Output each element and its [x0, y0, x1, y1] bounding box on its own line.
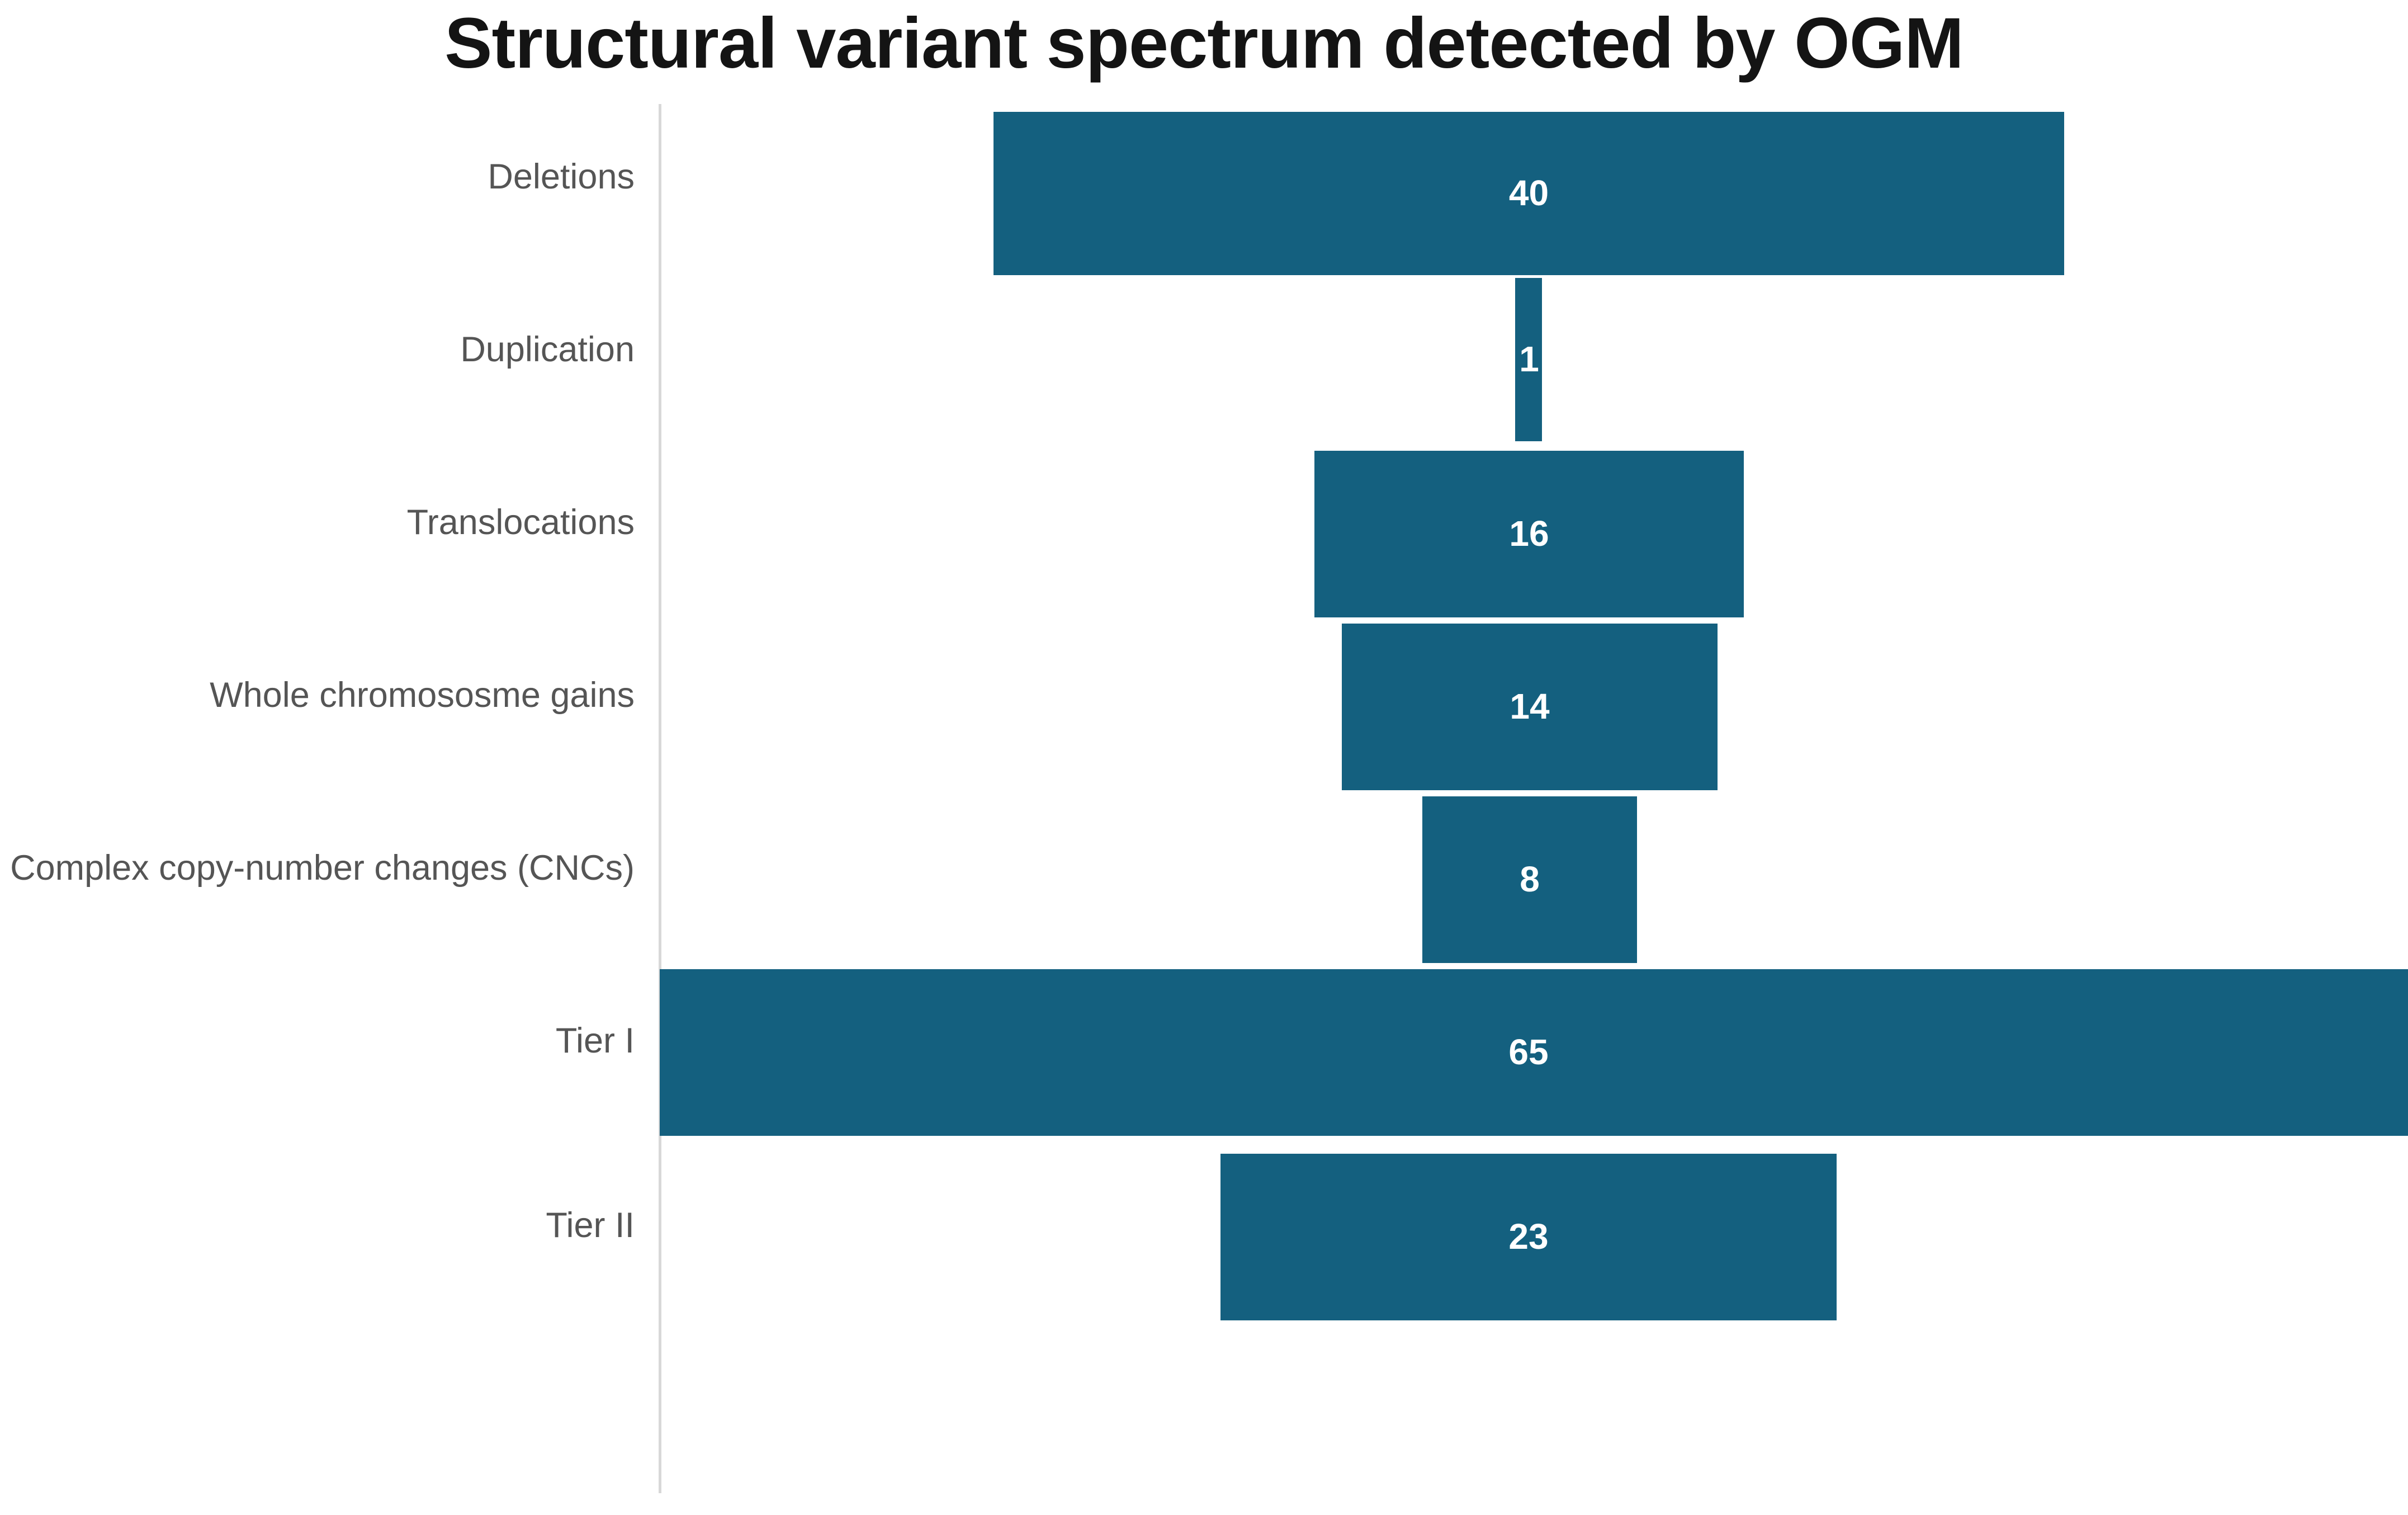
y-axis-line	[659, 104, 661, 1493]
y-axis-label-whole-chromosome-gains: Whole chromososme gains	[210, 676, 635, 715]
bar-translocations[interactable]	[1314, 451, 1744, 617]
bar-tier-i[interactable]	[660, 969, 2408, 1136]
bar-value-duplication: 1	[1519, 339, 1539, 379]
chart-title: Structural variant spectrum detected by …	[444, 3, 1964, 83]
y-axis-label-tier-i: Tier I	[555, 1021, 635, 1060]
y-axis-label-complex-copy-number-changes: Complex copy-number changes (CNCs)	[10, 848, 635, 888]
y-axis-label-tier-ii: Tier II	[546, 1206, 635, 1245]
bar-duplication[interactable]	[1515, 278, 1542, 441]
bar-tier-ii[interactable]	[1220, 1154, 1837, 1320]
y-axis-label-deletions: Deletions	[488, 157, 635, 196]
bar-value-deletions: 40	[1508, 173, 1549, 213]
y-axis-label-duplication: Duplication	[460, 330, 635, 369]
bar-value-tier-ii: 23	[1508, 1216, 1549, 1257]
bar-value-complex-copy-number-changes: 8	[1520, 859, 1540, 899]
bar-whole-chromosome-gains[interactable]	[1342, 624, 1718, 790]
bar-value-tier-i: 65	[1508, 1032, 1549, 1072]
bar-deletions[interactable]	[994, 112, 2064, 275]
y-axis-label-translocations: Translocations	[406, 503, 635, 542]
bar-value-translocations: 16	[1509, 513, 1549, 554]
bar-value-whole-chromosome-gains: 14	[1510, 686, 1550, 726]
bar-complex-copy-number-changes[interactable]	[1422, 796, 1637, 963]
